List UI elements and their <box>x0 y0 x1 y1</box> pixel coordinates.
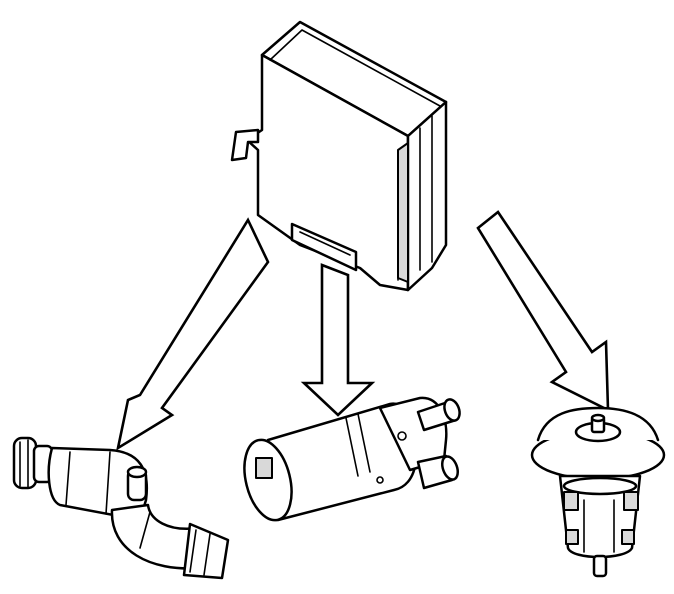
control-module-strip <box>397 142 409 283</box>
thermostat-clip-right <box>623 491 639 511</box>
control-module <box>230 20 448 292</box>
auxiliary-water-pump <box>243 396 461 522</box>
idle-air-valve <box>12 436 230 580</box>
pump-connector <box>255 457 273 479</box>
arrow-to-water-pump <box>300 263 376 417</box>
control-module-bracket <box>230 128 260 162</box>
thermostat-clip-left <box>563 491 579 511</box>
pump-inlet <box>440 455 460 481</box>
thermostat-stem <box>592 554 608 578</box>
arrow-to-thermostat <box>476 210 610 413</box>
valve-nozzle <box>12 436 38 490</box>
arrow-to-idle-air-valve <box>116 217 270 451</box>
control-module-side <box>406 100 448 292</box>
thermostat <box>530 406 666 578</box>
pump-outlet <box>443 398 461 422</box>
